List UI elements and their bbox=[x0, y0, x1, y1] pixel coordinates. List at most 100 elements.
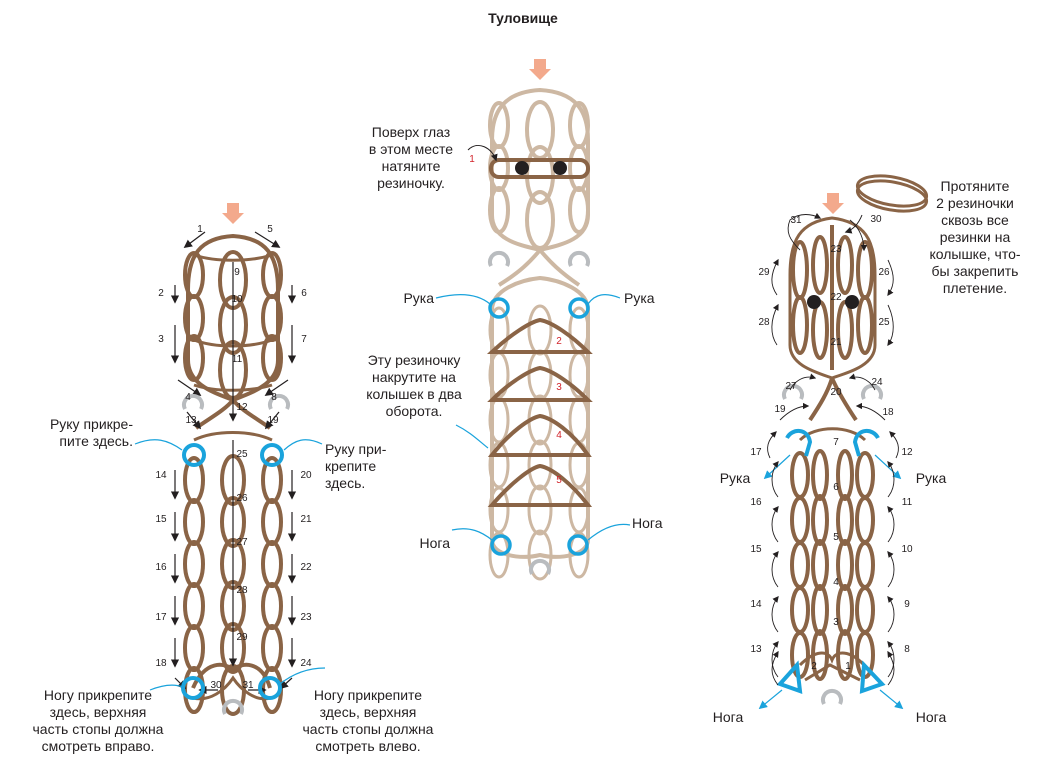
start-arrow-icon bbox=[529, 59, 551, 80]
band-loop bbox=[813, 302, 827, 358]
direction-arrow bbox=[888, 552, 894, 587]
band-loop bbox=[527, 102, 553, 158]
step-number: 19 bbox=[267, 415, 279, 426]
band-loop bbox=[185, 542, 203, 586]
arm-arrow-icon bbox=[875, 455, 900, 478]
direction-arrow bbox=[772, 652, 778, 685]
band-loop bbox=[263, 542, 281, 586]
peg-icon bbox=[570, 253, 588, 266]
step-number: 17 bbox=[750, 447, 762, 458]
band-loop bbox=[857, 498, 873, 542]
peg-icon bbox=[823, 691, 841, 704]
step-number: 9 bbox=[234, 267, 240, 278]
step-number: 21 bbox=[300, 514, 312, 525]
leg-arrow-icon bbox=[880, 690, 902, 708]
step-number: 13 bbox=[185, 415, 197, 426]
leg-peg-marker bbox=[780, 665, 800, 691]
note-leg-right: Нога bbox=[632, 515, 702, 532]
step-number: 7 bbox=[833, 437, 839, 448]
step-number: 21 bbox=[830, 337, 842, 348]
step-number: 24 bbox=[300, 658, 312, 669]
direction-arrow bbox=[890, 432, 898, 458]
band-loop bbox=[813, 451, 827, 499]
step-number: 16 bbox=[155, 562, 167, 573]
band-loop bbox=[185, 584, 203, 628]
step-number: 26 bbox=[236, 493, 248, 504]
neck-bands bbox=[810, 378, 856, 420]
step-number: 12 bbox=[236, 402, 248, 413]
step-number: 29 bbox=[758, 267, 770, 278]
leader-line bbox=[588, 295, 620, 304]
band-loop bbox=[838, 451, 852, 499]
leader-line bbox=[436, 295, 490, 304]
step-number: 9 bbox=[904, 599, 910, 610]
band-loop bbox=[263, 626, 281, 670]
leader-line bbox=[588, 524, 630, 540]
step-number: 5 bbox=[267, 224, 273, 235]
step-number: 4 bbox=[556, 430, 562, 441]
eye-band bbox=[491, 160, 588, 177]
step-number: 20 bbox=[300, 470, 312, 481]
step-number: 31 bbox=[242, 680, 254, 691]
leader-line bbox=[452, 529, 492, 540]
start-arrow-icon bbox=[222, 203, 244, 224]
note-leg-left: Нога bbox=[380, 535, 450, 552]
peg-icon bbox=[490, 253, 508, 266]
arm-peg-marker bbox=[262, 445, 282, 465]
step-number: 18 bbox=[155, 658, 167, 669]
step-number: 2 bbox=[556, 336, 562, 347]
left-diagram: 1234567891011121314151617181920212223242… bbox=[135, 203, 325, 714]
direction-arrow bbox=[772, 597, 778, 632]
step-number: 11 bbox=[232, 354, 243, 365]
start-arrow-icon bbox=[822, 193, 844, 214]
band-loop bbox=[813, 586, 827, 634]
step-number: 30 bbox=[210, 680, 222, 691]
step-number: 11 bbox=[902, 497, 913, 508]
step-number: 25 bbox=[236, 449, 248, 460]
note-leg-right: Ногу прикрепите здесь, верхняя часть сто… bbox=[278, 687, 458, 755]
step-number: 3 bbox=[833, 617, 839, 628]
note-leg-left: Нога bbox=[703, 709, 753, 726]
step-number: 26 bbox=[878, 267, 890, 278]
leader-line bbox=[284, 440, 322, 450]
band-loop bbox=[857, 588, 873, 632]
band-cross bbox=[194, 255, 272, 260]
step-number: 13 bbox=[750, 644, 762, 655]
step-number: 8 bbox=[904, 644, 910, 655]
note-arm-left: Рука bbox=[710, 470, 760, 487]
step-number: 23 bbox=[300, 612, 312, 623]
direction-arrow bbox=[768, 432, 776, 458]
band-loop bbox=[857, 543, 873, 587]
arm-arrow-icon bbox=[765, 455, 790, 478]
band-loop bbox=[185, 500, 203, 544]
band-loop bbox=[838, 496, 852, 544]
band-loop bbox=[529, 351, 551, 399]
step-number: 3 bbox=[158, 334, 164, 345]
step-number: 17 bbox=[155, 612, 167, 623]
direction-arrow bbox=[888, 652, 894, 685]
step-number: 10 bbox=[231, 294, 243, 305]
band-loop bbox=[529, 306, 551, 354]
step-number: 5 bbox=[556, 475, 562, 486]
step-number: 22 bbox=[830, 292, 842, 303]
direction-arrow bbox=[772, 642, 778, 677]
band-cross bbox=[194, 433, 272, 441]
step-number: 15 bbox=[750, 544, 762, 555]
band-loop bbox=[858, 297, 872, 353]
step-number: 1 bbox=[469, 154, 475, 165]
step-number: 14 bbox=[155, 470, 167, 481]
band-loop bbox=[570, 188, 588, 232]
eye-icon bbox=[515, 161, 529, 175]
eye-icon bbox=[807, 295, 821, 309]
band-loop bbox=[185, 626, 203, 670]
band-loop bbox=[838, 586, 852, 634]
band-loop bbox=[857, 453, 873, 497]
step-number: 2 bbox=[158, 288, 164, 299]
direction-arrow bbox=[772, 507, 778, 542]
leader-line bbox=[135, 440, 182, 450]
step-number: 28 bbox=[236, 585, 248, 596]
note-leg-right: Нога bbox=[906, 709, 956, 726]
direction-arrow bbox=[772, 260, 778, 295]
